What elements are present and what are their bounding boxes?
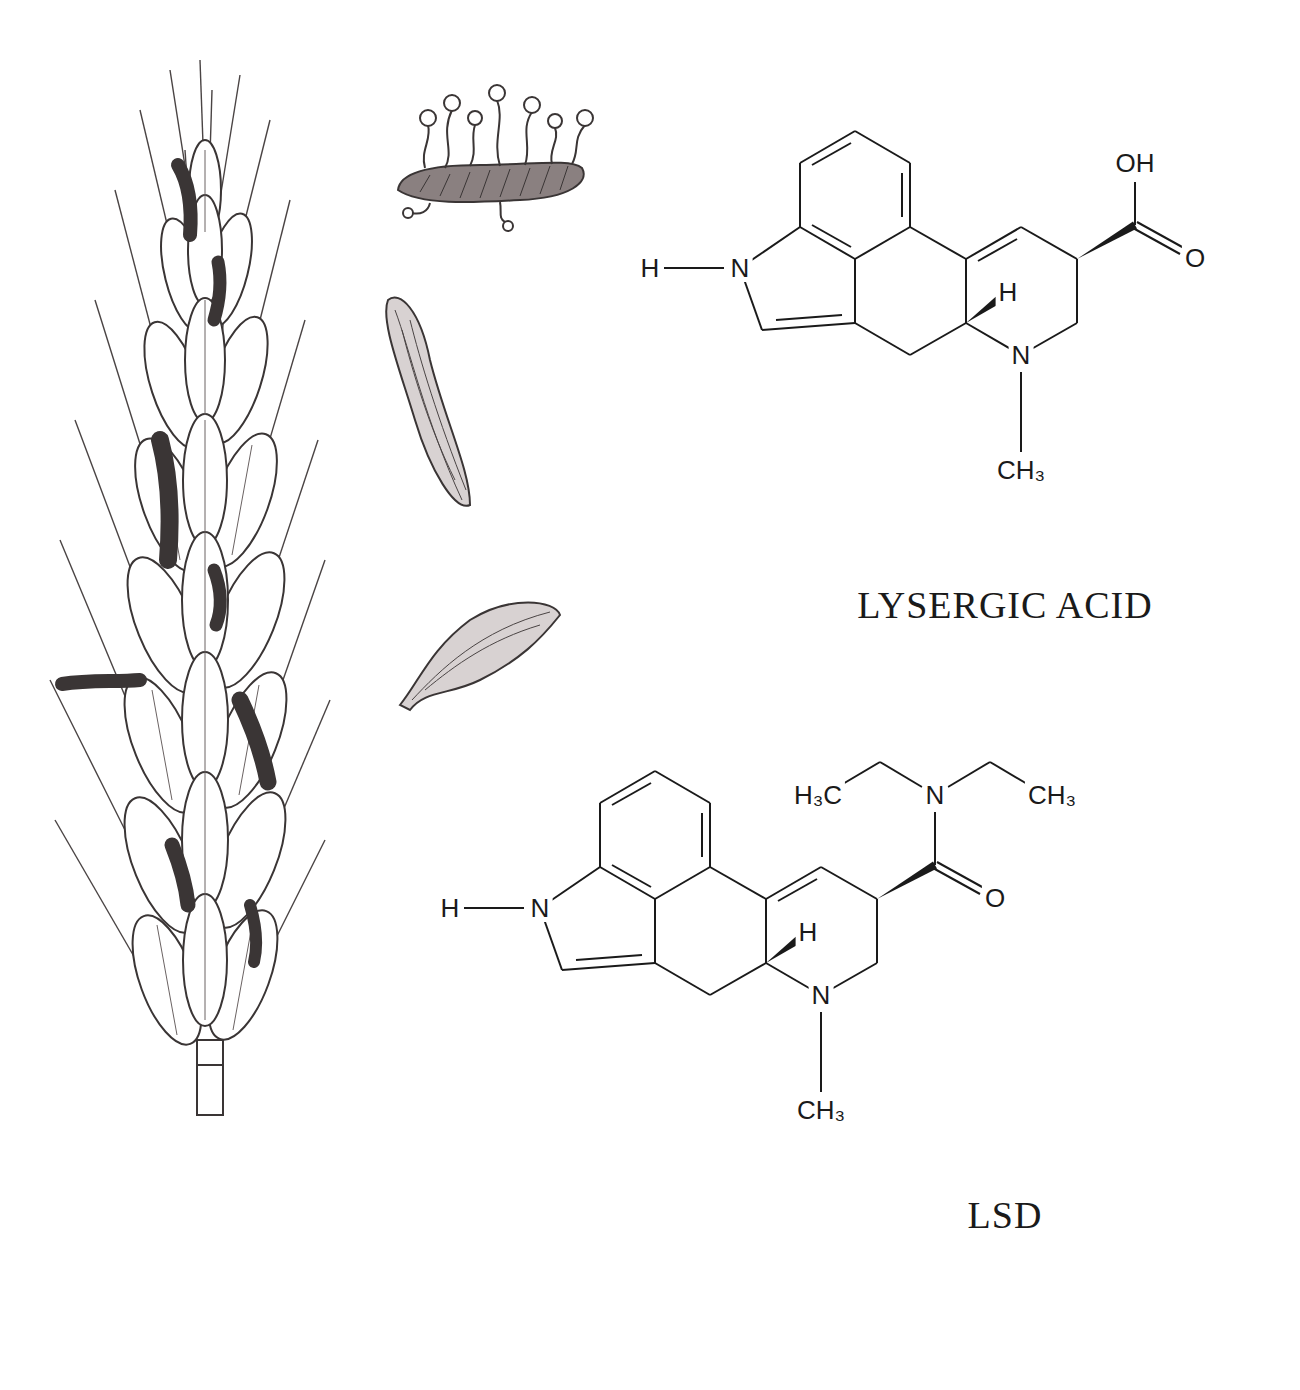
spikelets (109, 140, 302, 1053)
atom-label: H₃C (791, 781, 845, 809)
atom-label: O (982, 884, 1008, 912)
atom-label: N (809, 981, 834, 1009)
awns (50, 60, 330, 1010)
atom-label: CH₃ (994, 456, 1048, 484)
loose-sclerotia (386, 298, 560, 711)
carboxyl-group (1077, 182, 1184, 259)
atom-label: H (796, 918, 821, 946)
atom-label: H (996, 278, 1021, 306)
atom-label: O (1182, 244, 1208, 272)
germinating-sclerotium (398, 85, 593, 231)
atom-label: H (638, 254, 663, 282)
diethylamide-group (836, 762, 1034, 899)
atom-label: N (528, 894, 553, 922)
atom-label: H (438, 894, 463, 922)
atom-label: OH (1113, 149, 1158, 177)
atom-label: CH₃ (1025, 781, 1079, 809)
atom-label: N (728, 254, 753, 282)
stem (197, 1040, 223, 1115)
ergot-sclerotia (62, 165, 268, 962)
atom-label: CH₃ (794, 1096, 848, 1124)
compound-name: LSD (964, 1194, 1047, 1236)
atom-label: N (1009, 341, 1034, 369)
ergoline-core (664, 131, 1077, 452)
compound-name: LYSERGIC ACID (853, 584, 1156, 626)
atom-label: N (923, 781, 948, 809)
ergoline-core (464, 771, 877, 1092)
